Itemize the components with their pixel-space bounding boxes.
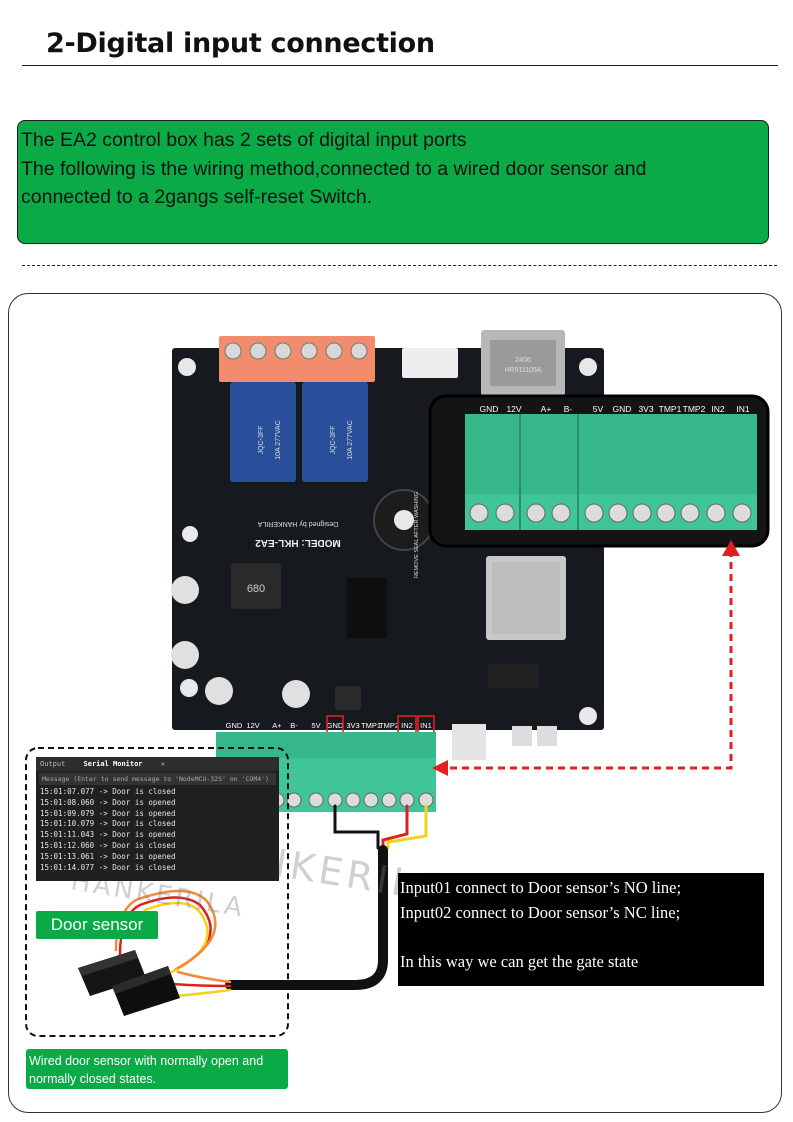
board-label-5v: 5V [311,721,320,730]
ethernet-code: 2406 [515,357,531,364]
mount-hole [182,526,198,542]
log-line: 15:01:09.079 -> Door is opened [40,808,176,818]
inset-label-b: B- [564,404,573,414]
mount-hole [579,707,597,725]
note-line-1: Input01 connect to Door sensor’s NO line… [400,878,682,897]
inductor-small [335,686,361,710]
diagram-frame [8,293,782,1113]
button [537,726,557,746]
serial-tabs: Output Serial Monitor ✕ [36,757,279,771]
board-label-gnd2: GND [327,721,344,730]
close-icon: ✕ [160,760,165,768]
board-label-in2: IN2 [401,721,413,730]
mount-hole [579,358,597,376]
capacitor [171,641,199,669]
relay-2-label: JQC-3FF [330,426,337,455]
door-sensor-label: Door sensor [36,911,158,939]
board-label-tmp2: TMP2 [379,721,399,730]
control-board: JQC-3FF JQC-3FF 10A 277VAC 10A 277VAC HR… [171,330,604,760]
inset-label-3v3: 3V3 [638,404,653,414]
relay-terminal-block [219,336,375,382]
board-label-a: A+ [272,721,282,730]
board-designer: Designed by HANKERILA [257,520,338,527]
buzzer-label: REMOVE SEAL AFTER WASHING [414,492,420,578]
terminal-zoom-inset: GND 12V A+ B- 5V GND 3V3 TMP1 TMP2 IN2 I… [428,394,770,548]
log-line: 15:01:12.060 -> Door is closed [40,840,176,850]
board-label-in1: IN1 [420,721,432,730]
button [512,726,532,746]
board-label-3v3: 3V3 [346,721,359,730]
door-sensor-caption: Wired door sensor with normally open and… [26,1049,288,1089]
relay-1-rating: 10A 277VAC [275,420,282,460]
note-line-2: Input02 connect to Door sensor’s NC line… [400,902,681,922]
title-divider [22,65,778,66]
board-label-tmp1: TMP1 [361,721,381,730]
log-line: 15:01:13.061 -> Door is opened [40,851,176,861]
board-label-12v: 12V [246,721,259,730]
inset-label-tmp2: TMP2 [683,404,706,414]
mount-hole [180,679,198,697]
capacitor [282,680,310,708]
zoom-arrow [432,540,740,776]
board-label-b: B- [290,721,298,730]
ethernet-label: HR911105A [504,367,541,374]
bottom-terminal-block [216,732,436,812]
door-sensor-magnets [78,950,180,1016]
wiring-note: Input01 connect to Door sensor’s NO line… [398,873,764,986]
capacitor [205,677,233,705]
inset-label-gnd: GND [480,404,499,414]
white-connector [402,348,458,378]
tab-output: Output [40,760,66,768]
capacitor [171,576,199,604]
chip [488,664,538,688]
usb-port [452,724,486,760]
page-title: 2-Digital input connection [46,28,435,59]
capacitor-label: 220 16V [174,589,196,595]
dashed-divider [22,265,777,266]
board-model: MODEL: HKL-EA2 [255,537,341,548]
intro-line-3: connected to a 2gangs self-reset Switch. [21,186,373,208]
inductor [231,563,281,609]
chip [347,578,387,638]
log-line: 15:01:07.077 -> Door is closed [40,787,176,796]
inset-label-in2: IN2 [711,404,725,414]
log-line: 15:01:08.060 -> Door is opened [40,797,176,807]
inductor-label: 680 [247,583,265,595]
arrow-head-left-icon [432,760,448,776]
arrow-head-up-icon [722,540,740,556]
inset-label-12v: 12V [506,404,521,414]
intro-line-2: The following is the wiring method,conne… [21,157,647,180]
relay-1 [230,382,296,482]
board-terminal-labels: GND 12V A+ B- 5V GND 3V3 TMP1 TMP2 IN2 I… [226,721,432,730]
intro-box: The EA2 control box has 2 sets of digita… [17,120,769,244]
inset-label-5v: 5V [593,404,604,414]
inset-label-in1: IN1 [736,404,750,414]
mount-hole [178,358,196,376]
relay-1-label: JQC-3FF [258,426,265,455]
serial-monitor-screenshot: Output Serial Monitor ✕ Message (Enter t… [36,757,279,881]
tab-serial-monitor: Serial Monitor [83,760,143,768]
magnet-actuator [112,966,180,1016]
log-line: 15:01:10.079 -> Door is closed [40,819,176,829]
inset-label-tmp1: TMP1 [659,404,682,414]
log-line: 15:01:11.043 -> Door is opened [40,830,176,840]
note-spacer [400,925,764,950]
note-line-3: In this way we can get the gate state [400,951,639,971]
board-label-gnd: GND [226,721,243,730]
relay-2-rating: 10A 277VAC [347,420,354,460]
magnet-sensor [78,950,146,996]
relay-2 [302,382,368,482]
inset-label-a: A+ [541,404,552,414]
log-line: 15:01:14.077 -> Door is closed [40,862,176,872]
intro-line-1: The EA2 control box has 2 sets of digita… [21,129,467,151]
message-hint: Message (Enter to send message to 'NodeM… [39,773,276,785]
inset-label-gnd2: GND [613,404,632,414]
